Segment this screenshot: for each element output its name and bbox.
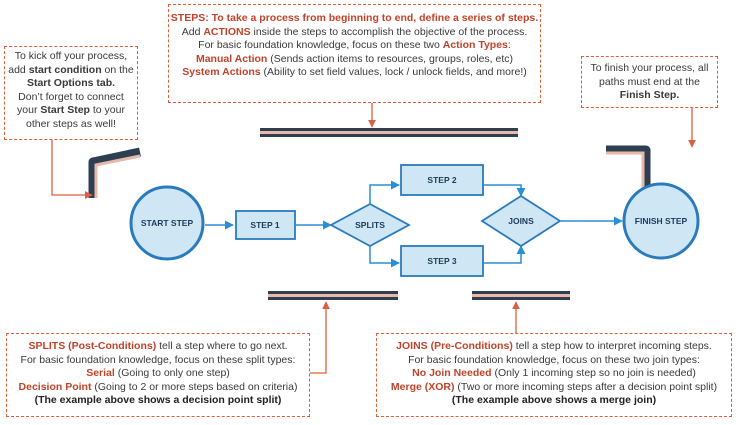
start-callout: To kick off your process, add start cond… xyxy=(4,46,138,140)
splits-label: SPLITS xyxy=(355,220,385,230)
decor-bar-bottom-left xyxy=(268,291,398,300)
finish-step-label: FINISH STEP xyxy=(635,216,688,226)
callout-arrow-splits xyxy=(310,301,330,374)
step3-label: STEP 3 xyxy=(427,256,456,266)
step2-node[interactable]: STEP 2 xyxy=(400,164,484,196)
arrow-splits-to-step2 xyxy=(369,180,400,206)
joins-callout: JOINS (Pre-Conditions) tell a step how t… xyxy=(376,333,732,417)
start-step-node[interactable]: START STEP xyxy=(129,185,205,261)
step3-node[interactable]: STEP 3 xyxy=(400,245,484,277)
step1-node[interactable]: STEP 1 xyxy=(235,210,296,240)
finish-step-node[interactable]: FINISH STEP xyxy=(622,182,700,260)
callout-arrow-start xyxy=(51,140,93,199)
joins-label: JOINS xyxy=(508,216,534,226)
arrow-step2-to-joins xyxy=(484,184,526,197)
start-step-label: START STEP xyxy=(141,218,194,228)
splits-node[interactable]: SPLITS xyxy=(329,202,411,248)
finish-callout: To finish your process, all paths must e… xyxy=(581,56,718,108)
arrow-step3-to-joins xyxy=(484,245,526,264)
step2-label: STEP 2 xyxy=(427,175,456,185)
splits-callout: SPLITS (Post-Conditions) tell a step whe… xyxy=(6,333,310,417)
arrow-splits-to-step3 xyxy=(369,244,400,268)
decor-bar-left xyxy=(88,147,141,198)
decor-bar-top xyxy=(260,128,518,137)
steps-callout: STEPS: To take a process from beginning … xyxy=(168,4,541,103)
decor-bar-bottom-right xyxy=(472,291,570,300)
joins-node[interactable]: JOINS xyxy=(480,194,562,248)
step1-label: STEP 1 xyxy=(250,220,279,230)
